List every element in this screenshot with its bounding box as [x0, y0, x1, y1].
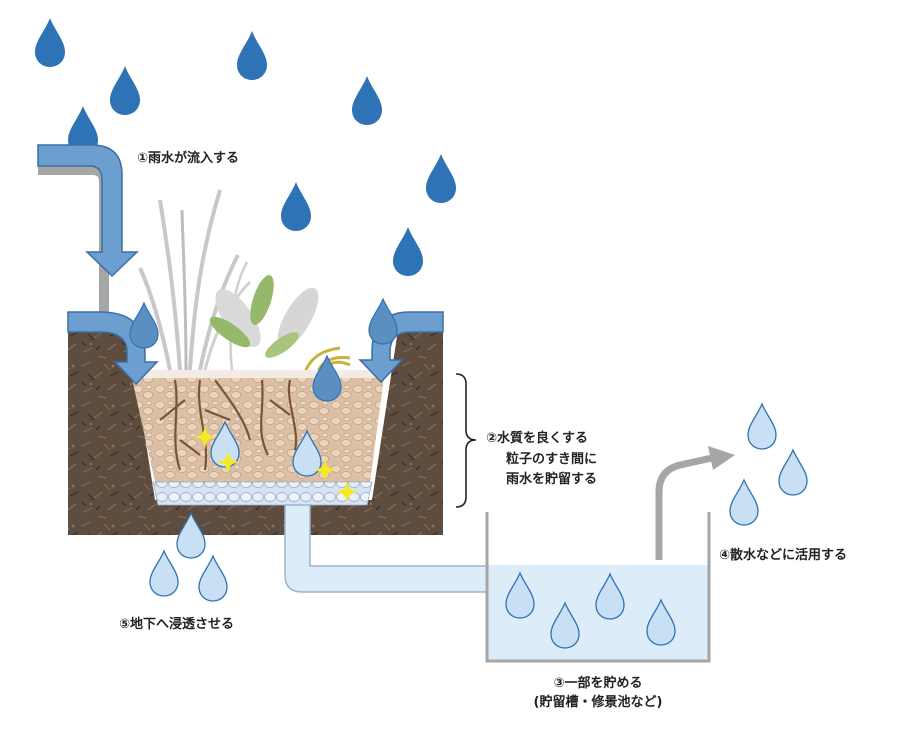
- step2-detail-line2: 雨水を貯留する: [506, 472, 598, 487]
- gray-downspout: [38, 165, 109, 312]
- arrow-icon: [708, 446, 735, 470]
- plant-icon: [138, 189, 351, 373]
- raindrop-icon: [747, 403, 777, 450]
- storage-tank: [485, 512, 711, 663]
- reuse-arrow: [655, 446, 735, 560]
- raindrop-icon: [368, 298, 398, 345]
- drain-pipe: [284, 504, 493, 593]
- step2-label: ②水質を良くする: [486, 431, 589, 446]
- raindrop-icon: [426, 154, 456, 203]
- reuse-drops: [729, 403, 808, 526]
- raindrop-icon: [729, 479, 759, 526]
- raindrop-icon: [149, 550, 179, 597]
- raindrop-icon: [35, 18, 65, 67]
- raindrop-icon: [352, 76, 382, 125]
- raindrop-icon: [237, 31, 267, 80]
- raindrop-icon: [393, 227, 423, 276]
- raindrop-icon: [281, 182, 311, 231]
- inflow-arrow-top: [37, 144, 139, 278]
- raindrop-icon: [778, 449, 808, 496]
- step4-label: ④散水などに活用する: [719, 548, 848, 563]
- step1-label: ①雨水が流入する: [137, 151, 240, 166]
- step2-bracket: [455, 373, 477, 508]
- step2-detail-line1: 粒子のすき間に: [506, 452, 598, 467]
- step3-label: ③一部を貯める: [553, 676, 643, 691]
- step3-detail: (貯留槽・修景池など): [533, 695, 663, 710]
- raindrop-icon: [198, 555, 228, 602]
- step5-label: ⑤地下へ浸透させる: [119, 617, 235, 632]
- raindrop-icon: [110, 66, 140, 115]
- soil-ground: [68, 330, 443, 535]
